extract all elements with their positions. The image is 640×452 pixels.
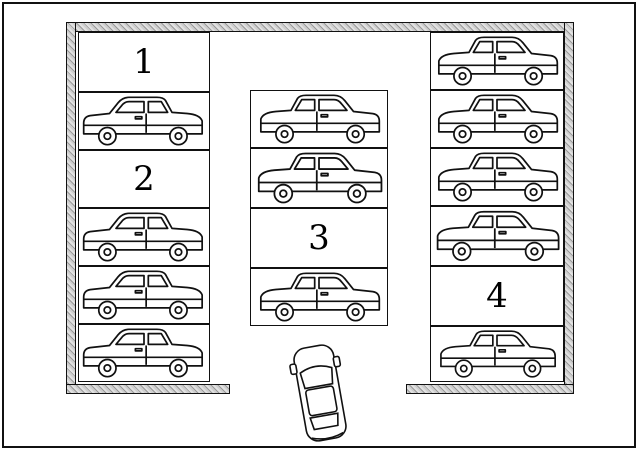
parked-car-icon <box>431 149 563 205</box>
slot-middle-4 <box>250 268 388 326</box>
parked-car-icon <box>251 91 387 147</box>
slot-number: 3 <box>308 218 330 258</box>
wall-top <box>66 22 574 32</box>
wall-bottom-right <box>406 384 574 394</box>
slot-right-3 <box>430 148 564 206</box>
slot-left-2 <box>78 92 210 150</box>
slot-right-6 <box>430 326 564 382</box>
slot-left-6 <box>78 324 210 382</box>
slot-middle-2 <box>250 148 388 208</box>
picture-frame <box>2 2 636 448</box>
slot-right-1 <box>430 32 564 90</box>
parked-car-icon <box>251 269 387 325</box>
slot-right-4 <box>430 206 564 266</box>
wall-right <box>564 22 574 394</box>
parked-car-icon <box>431 91 563 147</box>
parked-car-icon <box>79 209 209 265</box>
slot-left-1: 1 <box>78 32 210 92</box>
wall-bottom-left <box>66 384 230 394</box>
parked-car-icon <box>431 33 563 89</box>
slot-number: 4 <box>486 276 508 316</box>
parked-car-icon <box>431 207 563 265</box>
slot-number: 2 <box>133 159 155 199</box>
slot-right-5: 4 <box>430 266 564 326</box>
slot-middle-1 <box>250 90 388 148</box>
wall-left <box>66 22 76 394</box>
parked-car-icon <box>79 325 209 381</box>
parked-car-icon <box>431 327 563 381</box>
slot-left-5 <box>78 266 210 324</box>
slot-number: 1 <box>133 42 155 82</box>
slot-left-4 <box>78 208 210 266</box>
slot-left-3: 2 <box>78 150 210 208</box>
slot-right-2 <box>430 90 564 148</box>
parked-car-icon <box>79 267 209 323</box>
parked-car-icon <box>251 149 387 207</box>
incoming-car-icon <box>286 340 354 446</box>
slot-middle-3: 3 <box>250 208 388 268</box>
parked-car-icon <box>79 93 209 149</box>
